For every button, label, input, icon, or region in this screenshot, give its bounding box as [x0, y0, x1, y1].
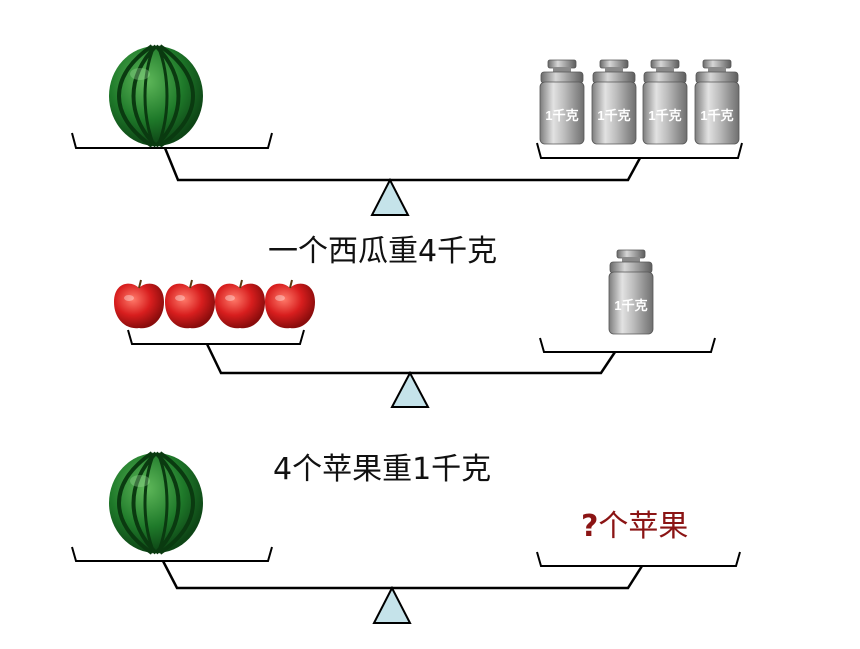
weight-3: 1千克: [642, 59, 688, 145]
caption-watermelon-weight: 一个西瓜重4千克: [268, 234, 498, 269]
apple-3: [214, 279, 266, 330]
scale-2-beam: [205, 343, 617, 375]
weight-1: 1千克: [539, 59, 585, 145]
scale-3-left-pan: [71, 546, 273, 562]
weight-3-label: 1千克: [648, 108, 681, 123]
scale-3-right-pan: [536, 551, 741, 567]
watermelon-2: [107, 451, 205, 555]
caption-apple-weight: 4个苹果重1千克: [273, 452, 492, 487]
scale-2-right-pan: [539, 337, 716, 353]
weight-5-label: 1千克: [614, 298, 647, 313]
scale-2-left-pan: [127, 329, 305, 345]
weight-4: 1千克: [694, 59, 740, 145]
question-mark: ?: [581, 509, 599, 544]
question-apple-count: ?个苹果: [581, 501, 688, 545]
weight-4-label: 1千克: [700, 108, 733, 123]
question-text: 个苹果: [598, 509, 689, 544]
weight-5: 1千克: [608, 249, 654, 335]
scale-2: [127, 329, 716, 408]
weight-2: 1千克: [591, 59, 637, 145]
weight-2-label: 1千克: [597, 108, 630, 123]
apple-4: [264, 279, 316, 330]
scale-1-right-pan: [536, 142, 743, 159]
scale-3-fulcrum: [372, 585, 412, 624]
scale-1-left-pan: [71, 132, 273, 149]
scale-1: [71, 132, 743, 216]
weight-1-label: 1千克: [545, 108, 578, 123]
watermelon-1: [107, 44, 205, 148]
scale-2-fulcrum: [390, 370, 430, 408]
scale-1-beam: [163, 147, 642, 182]
apple-1: [113, 279, 165, 330]
scale-3: [71, 546, 741, 624]
scale-3-beam: [161, 560, 644, 590]
scale-1-fulcrum: [370, 177, 410, 216]
apple-2: [164, 279, 216, 330]
